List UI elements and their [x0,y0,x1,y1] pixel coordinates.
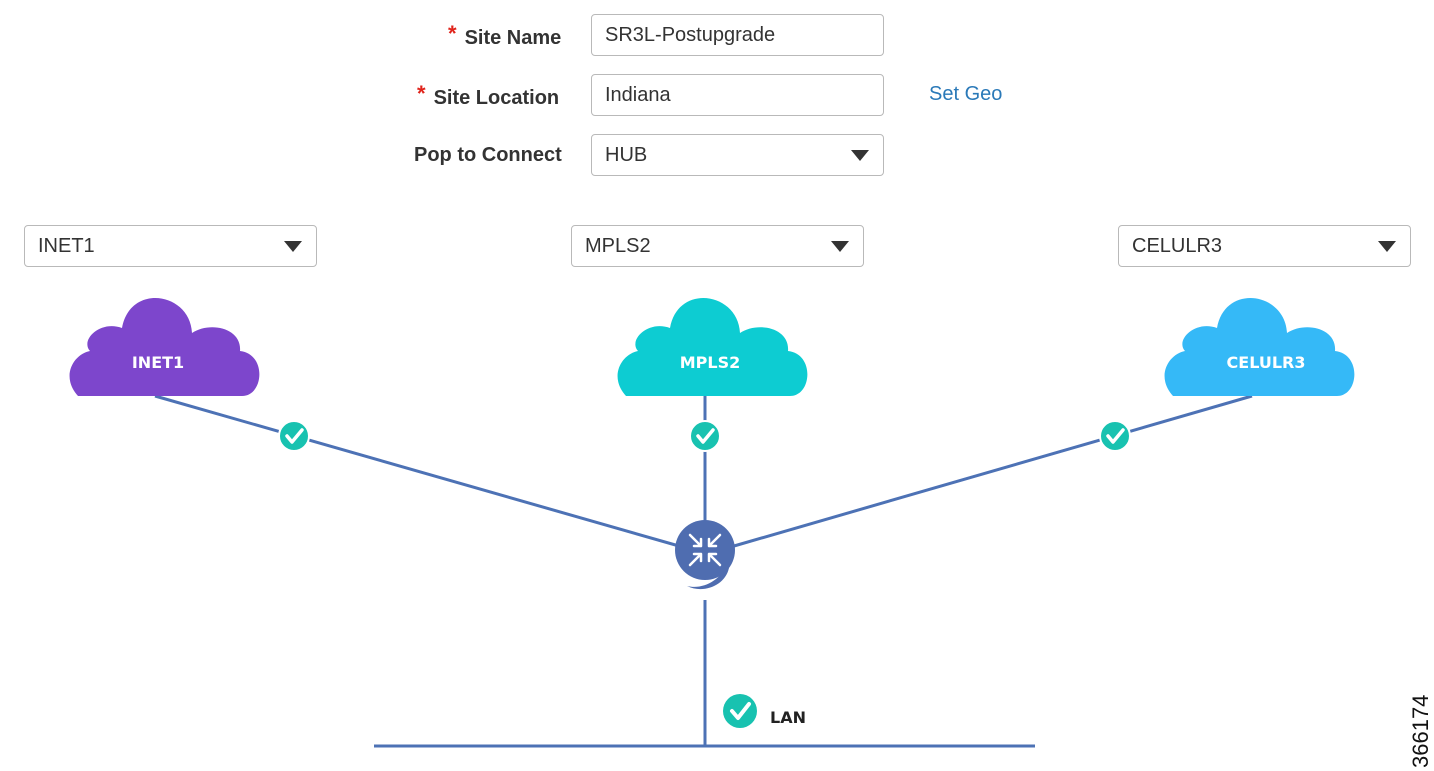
chevron-down-icon [1378,241,1396,252]
lan-check-circle-icon [723,694,757,728]
required-marker: * [448,21,457,46]
cloud-inet1-shape [69,298,260,396]
chevron-down-icon [831,241,849,252]
check-circle-icon [278,420,310,452]
cloud-mpls2-shape [617,298,808,396]
chevron-down-icon [851,150,869,161]
site-location-input[interactable]: Indiana [591,74,884,116]
site-location-label: *Site Location [417,81,560,109]
pop-to-connect-select[interactable]: HUB [591,134,884,176]
cloud-mpls2-label: MPLS2 [680,353,741,372]
cloud-inet1-label: INET1 [132,353,184,372]
router-icon[interactable] [675,520,735,590]
cloud-celulr3[interactable]: CELULR3 [1164,298,1355,396]
chevron-down-icon [284,241,302,252]
lan-label: LAN [770,708,806,727]
check-circle-icon [689,420,721,452]
figure-id: 366174 [1408,694,1433,768]
required-marker: * [417,81,426,106]
cloud-celulr3-shape [1164,298,1355,396]
pop-to-connect-label: Pop to Connect [414,144,562,166]
set-geo-link[interactable]: Set Geo [929,83,1003,105]
cloud-celulr3-label: CELULR3 [1227,353,1306,372]
link-celulr3-router [733,394,1253,548]
transport-select-celulr3[interactable]: CELULR3 [1118,225,1411,267]
check-circle-icon [1099,420,1131,452]
site-name-input[interactable]: SR3L-Postupgrade [591,14,884,56]
link-inet1-router [154,394,687,550]
cloud-mpls2[interactable]: MPLS2 [617,298,808,396]
transport-select-mpls2[interactable]: MPLS2 [571,225,864,267]
cloud-inet1[interactable]: INET1 [69,298,260,396]
transport-select-inet1[interactable]: INET1 [24,225,317,267]
links [154,394,1253,748]
site-name-label: *Site Name [448,21,562,49]
